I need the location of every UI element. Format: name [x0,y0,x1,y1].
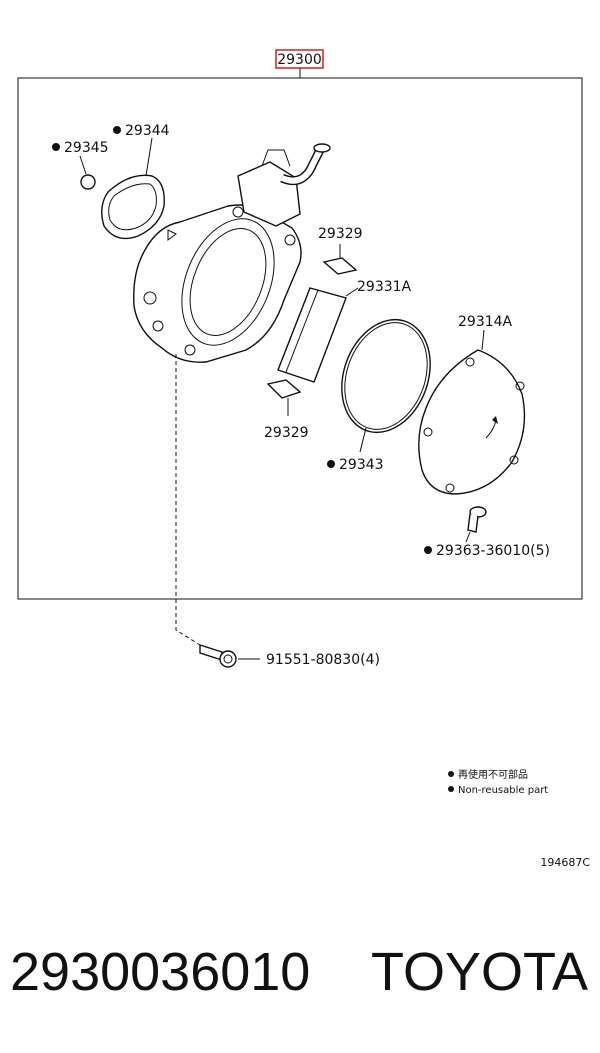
part-label-29314A[interactable]: 29314A [458,314,513,330]
part-label-29331A[interactable]: 29331A [357,279,412,295]
gasket-small-part [80,174,96,190]
vane-cap-bottom-part [266,379,302,399]
leader-29331A [345,287,359,297]
gasket-large-inner [108,183,157,231]
vane-part [277,287,347,383]
part-label-91551[interactable]: 91551-80830(4) [266,652,380,668]
pump-body-part [133,143,331,363]
part-label-29344[interactable]: 29344 [125,123,170,139]
leader-29345 [79,155,87,175]
vane-cap-top-part [322,257,358,275]
bolt-dashed-leader [175,354,201,646]
cover-screw-part [467,506,487,533]
part-label-29329-top[interactable]: 29329 [318,226,363,242]
non-reusable-dot [327,460,335,468]
brand-name: TOYOTA [371,942,588,1002]
legend-dot [448,786,454,792]
part-label-29343[interactable]: 29343 [339,457,384,473]
figure-code: 194687C [540,856,590,869]
assembly-highlight-box [275,49,324,69]
cover-hole [465,357,475,367]
part-label-29363[interactable]: 29363-36010(5) [436,543,550,559]
cover-hole [509,455,519,465]
legend-en: Non-reusable part [458,785,548,796]
non-reusable-dot [424,546,432,554]
leader-29314A [481,329,485,351]
o-ring-inner [344,322,428,430]
assembly-label[interactable]: 29300 [277,52,322,68]
legend-dot [448,771,454,777]
legend-jp: 再使用不可部品 [458,768,528,781]
part-number: 2930036010 [10,942,310,1002]
part-label-29329-bottom[interactable]: 29329 [264,425,309,441]
vane-edge [285,289,319,373]
leader-29344 [145,137,153,177]
mount-bolt-part [199,644,237,668]
non-reusable-dot [52,143,60,151]
cover-plate-part [418,349,526,495]
cover-hole [515,381,525,391]
cover-hole [445,483,455,493]
leader-29343 [359,427,367,453]
leader-29363 [465,531,471,543]
rotation-arrow-head-icon [492,416,498,424]
part-label-29345[interactable]: 29345 [64,140,109,156]
gasket-large-part [101,174,165,240]
non-reusable-dot [113,126,121,134]
cover-hole [423,427,433,437]
o-ring-part [341,318,431,434]
